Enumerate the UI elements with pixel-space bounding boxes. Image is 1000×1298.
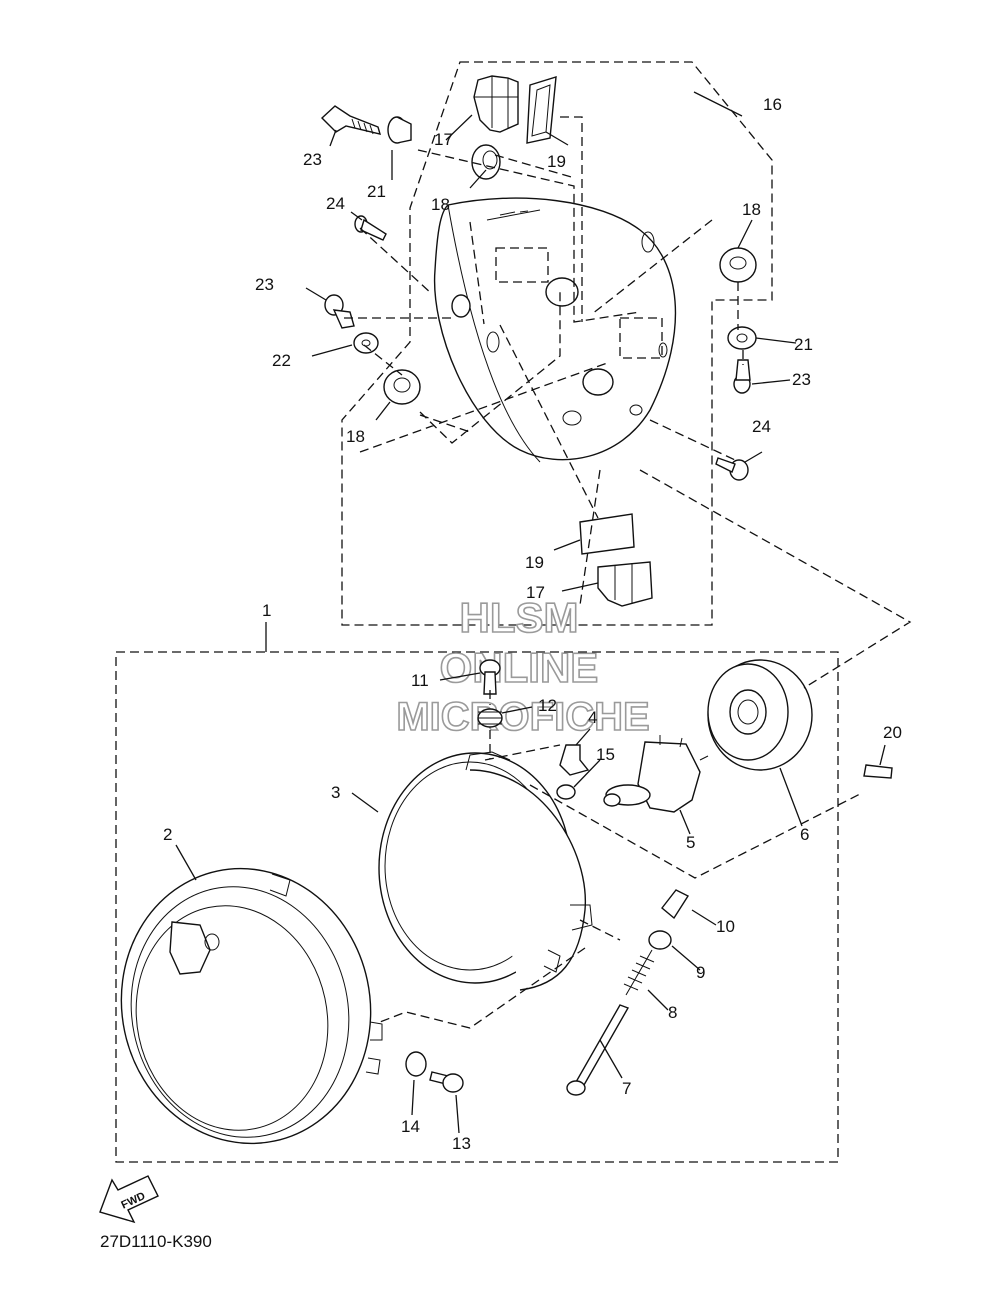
- part-23-bolt-top: [320, 105, 382, 135]
- part-10-sleeve: [661, 889, 690, 920]
- label-11: 11: [411, 671, 429, 690]
- part-23-bolt-left: [324, 294, 355, 329]
- label-10: 10: [716, 917, 735, 936]
- part-3-headlight-unit: [378, 751, 593, 991]
- label-17-bottom: 17: [526, 583, 545, 602]
- part-18-grommet-right: [719, 247, 757, 283]
- svg-text:ONLINE: ONLINE: [440, 644, 599, 691]
- label-12: 12: [538, 696, 557, 715]
- label-18-right: 18: [742, 200, 761, 219]
- label-3: 3: [331, 783, 340, 802]
- label-4: 4: [588, 708, 597, 727]
- part-6-socket-cover: [707, 659, 813, 771]
- leader-lines: [175, 91, 886, 1134]
- part-8-spring: [623, 949, 655, 996]
- label-2: 2: [163, 825, 172, 844]
- part-2-rim: [120, 867, 383, 1145]
- svg-text:MICROFICHE: MICROFICHE: [396, 695, 649, 739]
- fwd-arrow-icon: FWD: [99, 1175, 159, 1224]
- headlight-housing: [433, 197, 677, 463]
- svg-text:HLSM: HLSM: [460, 594, 579, 641]
- part-17-clamp-bottom: [597, 561, 653, 607]
- label-24-left: 24: [326, 194, 345, 213]
- part-12-spring-nut: [477, 708, 503, 728]
- part-4-clip: [559, 744, 590, 776]
- part-21-collar-right: [727, 326, 757, 350]
- label-17-top: 17: [434, 130, 453, 149]
- label-9: 9: [696, 963, 705, 982]
- label-22: 22: [272, 351, 291, 370]
- part-19-pad-bottom: [579, 513, 635, 555]
- part-23-bolt-right: [733, 359, 751, 394]
- part-7-adjust-screw: [566, 1004, 630, 1096]
- part-14-grommet: [405, 1051, 427, 1077]
- part-13-screw: [429, 1071, 464, 1093]
- part-24-screw-right: [715, 457, 749, 481]
- label-18-top: 18: [431, 195, 450, 214]
- label-19-top: 19: [547, 152, 566, 171]
- part-24-screw-left: [354, 215, 387, 241]
- label-23-top: 23: [303, 150, 322, 169]
- part-11-screw: [479, 659, 501, 695]
- part-18-grommet-top: [471, 144, 501, 180]
- diagram-code: 27D1110-K390: [100, 1232, 212, 1251]
- assembly-lines: [344, 116, 912, 1029]
- label-16: 16: [763, 95, 782, 114]
- part-20-tab: [863, 764, 893, 779]
- label-14: 14: [401, 1117, 420, 1136]
- group-16-boundary: [341, 61, 773, 626]
- label-23-left: 23: [255, 275, 274, 294]
- label-23-right: 23: [792, 370, 811, 389]
- label-18-left: 18: [346, 427, 365, 446]
- label-5: 5: [686, 833, 695, 852]
- label-15: 15: [596, 745, 615, 764]
- part-9-nut: [648, 930, 672, 950]
- label-7: 7: [622, 1079, 631, 1098]
- part-22-washer: [353, 332, 379, 354]
- label-19-bottom: 19: [525, 553, 544, 572]
- label-20: 20: [883, 723, 902, 742]
- label-1: 1: [262, 601, 271, 620]
- part-5-bulb: [603, 735, 709, 813]
- part-19-pad-top: [526, 76, 557, 144]
- label-13: 13: [452, 1134, 471, 1153]
- label-24-right: 24: [752, 417, 771, 436]
- label-6: 6: [800, 825, 809, 844]
- watermark: HLSM ONLINE MICROFICHE: [396, 593, 651, 740]
- label-21-top: 21: [367, 182, 386, 201]
- part-18-grommet-left: [383, 369, 421, 405]
- part-17-clamp-top: [473, 75, 519, 133]
- part-15-screw: [556, 784, 576, 800]
- label-21-right: 21: [794, 335, 813, 354]
- part-21-collar-top: [387, 116, 412, 144]
- label-8: 8: [668, 1003, 677, 1022]
